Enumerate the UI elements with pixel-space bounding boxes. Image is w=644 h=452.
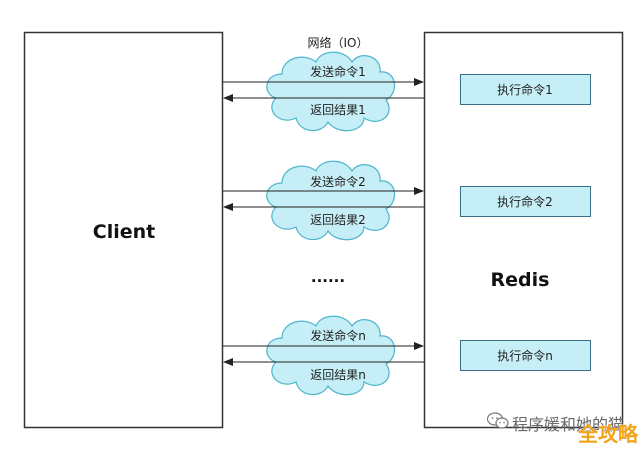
redis-label: Redis [491, 269, 550, 291]
return-label: 返回结果1 [310, 103, 366, 117]
exec-label: 执行命令1 [497, 82, 553, 97]
round-2: 发送命令2 返回结果2 执行命令2 [223, 160, 591, 241]
exec-label: 执行命令n [497, 348, 553, 363]
exec-box [460, 74, 591, 105]
send-label: 发送命令n [310, 328, 366, 343]
client-label: Client [93, 221, 155, 243]
client-box [23, 31, 224, 429]
round-n: 发送命令n 返回结果n 执行命令n [223, 315, 591, 396]
return-label: 返回结果2 [310, 213, 366, 227]
return-label: 返回结果n [310, 368, 366, 382]
exec-label: 执行命令2 [497, 194, 553, 209]
network-label: 网络（IO） [308, 35, 369, 50]
network-cloud [266, 160, 396, 241]
network-cloud [266, 315, 396, 396]
network-cloud [266, 51, 396, 132]
watermark-text: 程序媛和她的猫 [512, 415, 625, 434]
ellipsis-text: ...... [311, 268, 345, 286]
exec-box [460, 186, 591, 217]
send-label: 发送命令1 [310, 64, 366, 79]
wechat-icon [487, 412, 509, 429]
send-label: 发送命令2 [310, 174, 366, 189]
watermark-logo: 全攻略 [578, 422, 638, 446]
exec-box [460, 340, 591, 371]
round-1: 发送命令1 返回结果1 执行命令1 [223, 51, 591, 132]
